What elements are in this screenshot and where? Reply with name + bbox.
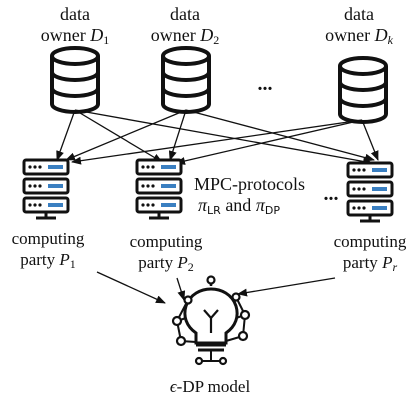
arrow-p2-model: [176, 277, 186, 301]
computing-party-2-label: computing party P2: [129, 232, 203, 274]
data-owner-2-label: data owner D2: [150, 4, 220, 47]
computing-party-r-label: computing party Pr: [333, 232, 407, 274]
party-to-model-arrows: [96, 271, 336, 304]
arrow-d1-p1: [56, 109, 76, 161]
arrow-dk-p1: [71, 119, 363, 165]
owner-to-party-arrows: [56, 109, 379, 166]
database-icon: [50, 46, 100, 114]
arrow-dk-p2: [175, 119, 363, 165]
server-icon: [135, 158, 183, 220]
arrow-d1-p2: [74, 109, 163, 163]
server-icon: [22, 158, 70, 220]
data-owner-ellipsis: ...: [257, 73, 273, 95]
model-label: ϵ-DP model: [169, 377, 251, 396]
arrow-p1-model: [96, 271, 166, 304]
data-owner-1-label: data owner D1: [40, 4, 110, 47]
server-icon: [346, 161, 394, 223]
arrow-dk-pr: [361, 119, 379, 161]
mpc-protocols-label: MPC-protocols πLR and πDP: [194, 174, 306, 217]
lightbulb-network-icon: [171, 275, 251, 366]
arrow-d2-p2: [168, 109, 187, 161]
arrow-d1-pr: [74, 109, 373, 166]
arrow-d2-p1: [65, 109, 187, 161]
computing-party-1-label: computing party P1: [11, 229, 85, 271]
arrow-d2-pr: [185, 109, 375, 162]
data-owner-k-label: data owner Dk: [325, 4, 393, 47]
database-icon: [161, 46, 211, 114]
arrow-pr-model: [237, 277, 336, 297]
database-icon: [338, 56, 388, 124]
party-ellipsis: ...: [323, 183, 339, 205]
